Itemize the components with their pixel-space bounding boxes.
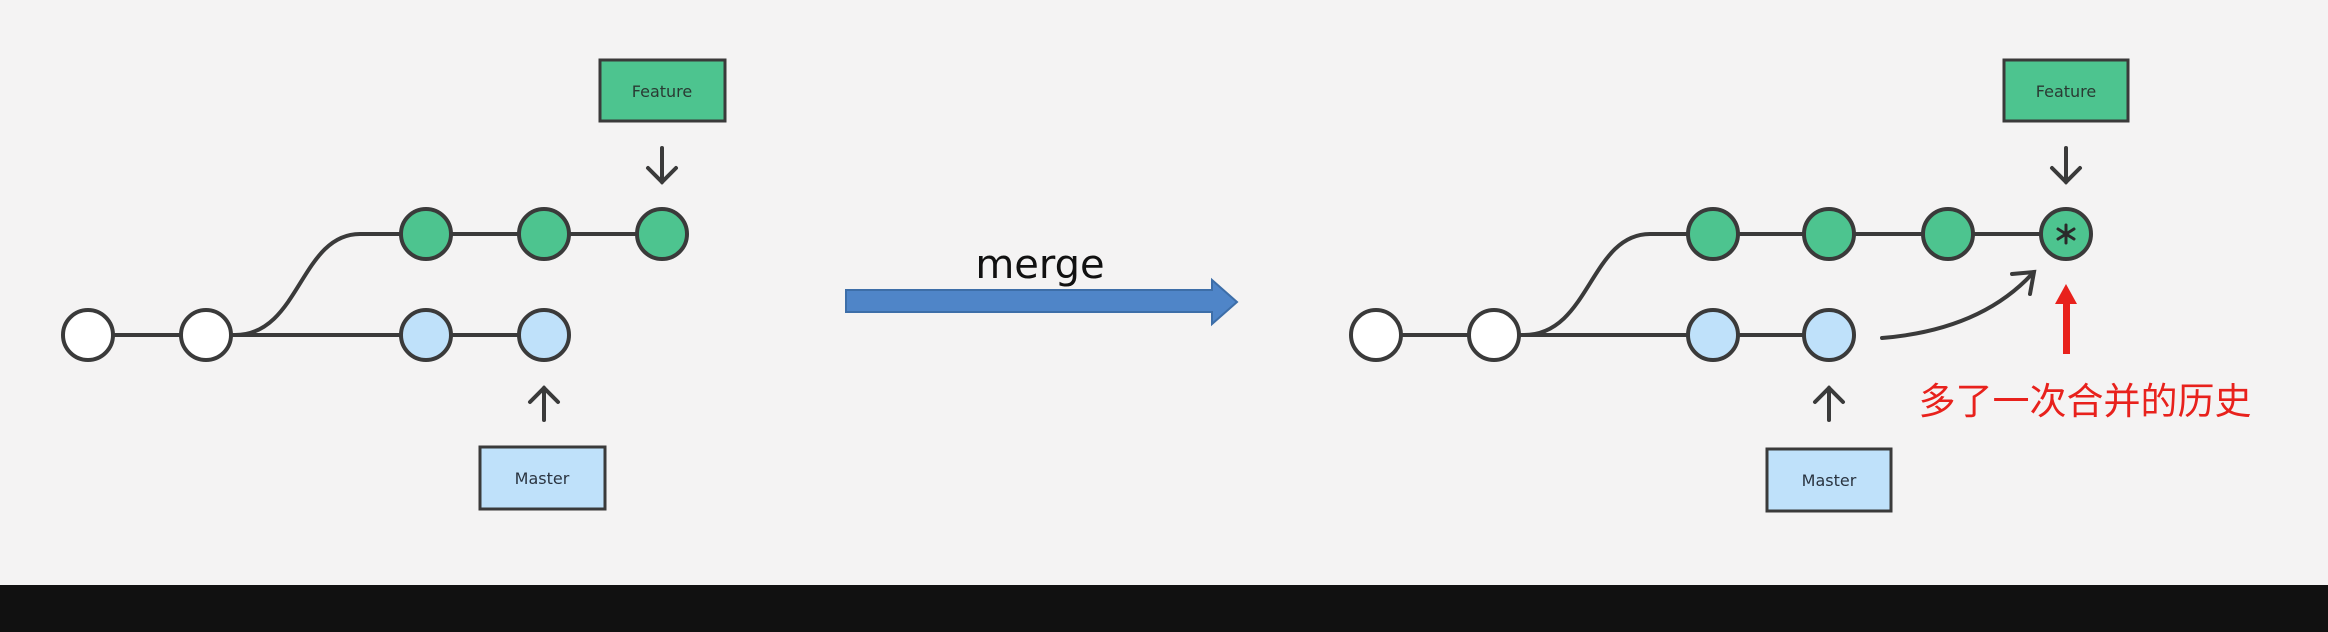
after-merge-graph: Feature Master 多了一次合并的历史: [1349, 58, 2252, 513]
commit-2: [179, 308, 233, 362]
merge-curve: [1880, 272, 2034, 340]
master-label-box: [1765, 447, 1893, 513]
up-arrow-icon: [528, 385, 560, 422]
down-arrow-icon: [646, 146, 678, 185]
master-commit-2: [1802, 308, 1856, 362]
feature-commit-3: [1921, 207, 1975, 261]
down-arrow-icon: [2050, 146, 2082, 185]
arrow-right-icon: [845, 277, 1239, 327]
feature-label-box: [598, 58, 727, 123]
master-label-box: [478, 445, 607, 511]
bottom-bar: [0, 585, 2328, 632]
master-commit-2: [517, 308, 571, 362]
merge-curve-arrowhead-icon: [2010, 269, 2037, 296]
red-up-arrow-icon: [2055, 284, 2077, 354]
feature-label: Feature: [632, 82, 692, 101]
commit-1: [1349, 308, 1403, 362]
feature-commit-3: [635, 207, 689, 261]
merge-label: merge: [975, 242, 1104, 288]
feature-label: Feature: [2036, 82, 2096, 101]
merge-arrow: merge: [845, 242, 1239, 327]
feature-branch-curve: [1523, 232, 2066, 337]
before-merge-graph: Feature Master: [61, 58, 727, 511]
commit-2: [1467, 308, 1521, 362]
feature-commit-2: [1802, 207, 1856, 261]
asterisk-icon: [2056, 223, 2076, 245]
feature-label-box: [2002, 58, 2130, 123]
commit-1: [61, 308, 115, 362]
feature-commit-2: [517, 207, 571, 261]
feature-commit-1: [399, 207, 453, 261]
up-arrow-icon: [1813, 385, 1845, 422]
feature-branch-curve: [234, 232, 682, 337]
merge-history-annotation: 多了一次合并的历史: [1919, 380, 2252, 423]
master-commit-1: [399, 308, 453, 362]
master-label: Master: [1802, 471, 1857, 490]
master-commit-1: [1686, 308, 1740, 362]
feature-commit-1: [1686, 207, 1740, 261]
master-label: Master: [515, 469, 570, 488]
